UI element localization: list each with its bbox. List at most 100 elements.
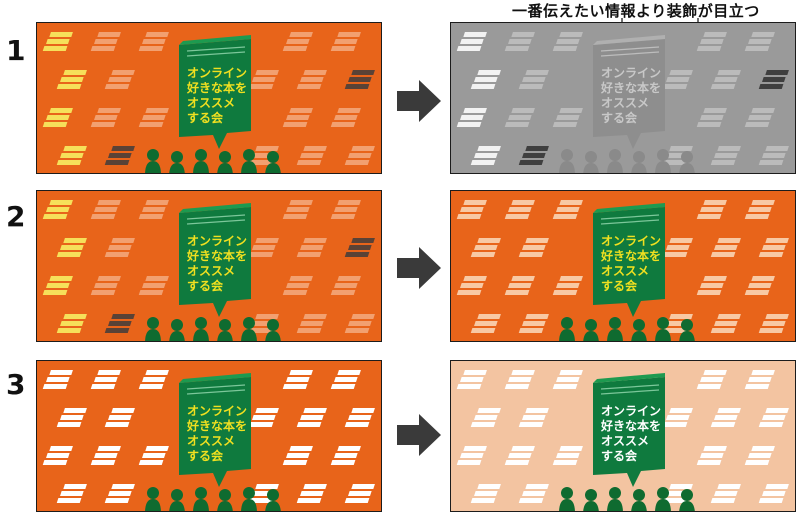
book-stack-icon [330, 446, 361, 465]
audience-person-icon [631, 489, 647, 511]
book-stack-icon [662, 408, 693, 427]
audience-person-icon [679, 151, 695, 173]
book-stack-icon [470, 408, 501, 427]
audience-person-icon [145, 317, 161, 341]
book-stack-icon [552, 276, 583, 295]
book-stack-icon [456, 276, 487, 295]
audience-person-icon [145, 487, 161, 511]
book-stack-icon [104, 408, 135, 427]
book-stack-icon [696, 446, 727, 465]
book-stack-icon [282, 446, 313, 465]
row-number-2: 2 [6, 200, 26, 233]
book-stack-icon [330, 32, 361, 51]
book-stack-icon [456, 446, 487, 465]
audience-person-icon [169, 489, 185, 511]
audience-person-icon [193, 149, 209, 173]
book-title-line: 好きな本を [186, 248, 247, 263]
audience-person-icon [241, 149, 257, 173]
book-stack-icon [710, 314, 741, 333]
audience-person-icon [631, 319, 647, 341]
book-title-line: オンライン [187, 404, 247, 418]
banner-row2-before: オンライン好きな本をオススメする会 [36, 190, 382, 342]
audience-person-icon [241, 317, 257, 341]
callout-label: 一番伝えたい情報より装飾が目立つ [512, 2, 760, 20]
book-stack-icon [56, 484, 87, 503]
book-stack-icon [282, 32, 313, 51]
book-stack-icon [248, 70, 279, 89]
book-title-line: する会 [187, 110, 224, 125]
book-title-line: する会 [601, 278, 638, 293]
book-stack-icon [138, 446, 169, 465]
audience-person-icon [145, 149, 161, 173]
book-stack-icon [330, 276, 361, 295]
audience-person-icon [583, 489, 599, 511]
book-stack-icon [90, 200, 121, 219]
book-stack-icon [56, 238, 87, 257]
audience-person-icon [607, 487, 623, 511]
book-stack-icon [696, 200, 727, 219]
book-stack-icon [518, 146, 549, 165]
audience-person-icon [169, 151, 185, 173]
audience-person-icon [559, 487, 575, 511]
book-stack-icon [744, 446, 775, 465]
book-title-line: 好きな本を [186, 80, 247, 95]
book-title-line: する会 [601, 448, 638, 463]
book-stack-icon [758, 238, 789, 257]
audience-person-icon [265, 489, 281, 511]
book-title-line: 好きな本を [600, 418, 661, 433]
book-stack-icon [104, 146, 135, 165]
book-stack-icon [456, 200, 487, 219]
book-title-line: オンライン [601, 66, 661, 80]
banner-row1-before: オンライン好きな本をオススメする会 [36, 22, 382, 174]
book-stack-icon [758, 70, 789, 89]
book-stack-icon [552, 32, 583, 51]
audience-person-icon [193, 317, 209, 341]
arrow-right-icon [397, 80, 441, 122]
audience-person-icon [679, 489, 695, 511]
book-stack-icon [138, 200, 169, 219]
book-stack-icon [42, 370, 73, 389]
book-stack-icon [470, 314, 501, 333]
audience-person-icon [217, 489, 233, 511]
book-stack-icon [552, 370, 583, 389]
book-stack-icon [504, 370, 535, 389]
book-stack-icon [42, 32, 73, 51]
book-stack-icon [56, 146, 87, 165]
audience-person-icon [265, 319, 281, 341]
audience-person-icon [169, 319, 185, 341]
book-stack-icon [662, 484, 693, 503]
audience-person-icon [217, 151, 233, 173]
book-stack-icon [470, 484, 501, 503]
book-stack-icon [758, 408, 789, 427]
book-stack-icon [138, 276, 169, 295]
book-stack-icon [330, 108, 361, 127]
book-stack-icon [552, 108, 583, 127]
audience-person-icon [559, 149, 575, 173]
book-stack-icon [42, 200, 73, 219]
book-stack-icon [90, 370, 121, 389]
book-stack-icon [138, 370, 169, 389]
row-number-3: 3 [6, 368, 26, 401]
book-stack-icon [696, 108, 727, 127]
book-stack-icon [90, 108, 121, 127]
book-stack-icon [504, 108, 535, 127]
book-stack-icon [662, 238, 693, 257]
book-stack-icon [42, 276, 73, 295]
book-stack-icon [552, 200, 583, 219]
book-stack-icon [456, 108, 487, 127]
book-title-line: オススメ [187, 434, 235, 448]
book-stack-icon [758, 484, 789, 503]
book-title-line: する会 [187, 278, 224, 293]
book-stack-icon [90, 32, 121, 51]
book-stack-icon [330, 370, 361, 389]
book-stack-icon [248, 238, 279, 257]
book-stack-icon [744, 108, 775, 127]
banner-row3-before: オンライン好きな本をオススメする会 [36, 360, 382, 512]
book-stack-icon [696, 370, 727, 389]
book-stack-icon [758, 146, 789, 165]
book-stack-icon [552, 446, 583, 465]
